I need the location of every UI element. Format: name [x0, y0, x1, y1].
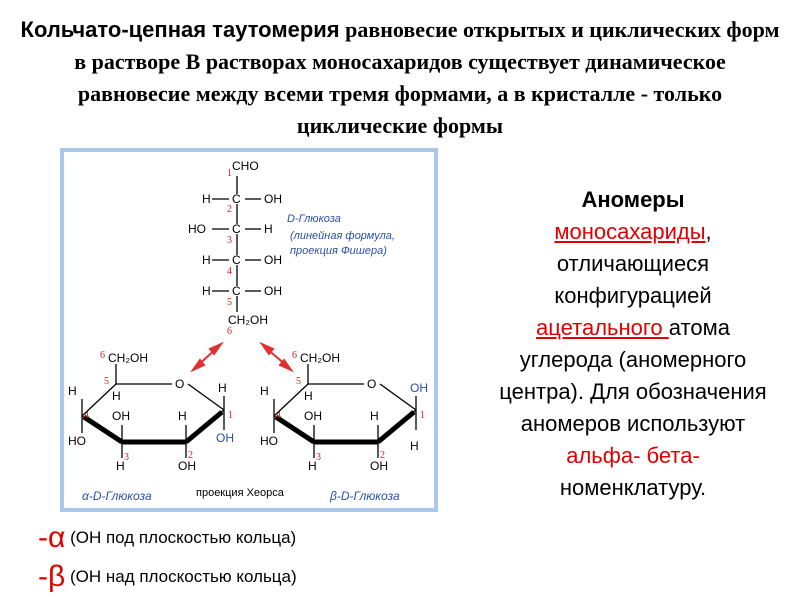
right-h-3: H	[308, 459, 317, 473]
haworth-bold-left	[82, 410, 224, 445]
right-num-6: 6	[292, 350, 297, 361]
left-h-3: H	[116, 459, 125, 473]
right-anomeric-oh: OH	[410, 381, 428, 395]
equilibrium-arrows	[190, 341, 294, 373]
right-ring-o: O	[367, 377, 376, 391]
right-num-1: 1	[420, 410, 425, 421]
left-oh-2: OH	[178, 459, 196, 473]
fischer-label-desc-2: проекция Фишера)	[290, 245, 387, 257]
left-oh-3up: OH	[112, 409, 130, 423]
structure-drawing: CHO H C OH HO C H H C OH H C OH CH₂OH 1 …	[68, 159, 428, 503]
fischer-h-1: H	[202, 192, 211, 206]
anomer-heading: Аномеры	[581, 187, 685, 212]
left-num-3: 3	[124, 452, 129, 463]
beta-symbol: -β	[38, 560, 66, 593]
definition-text-1: , отличающиеся конфигурацией	[554, 219, 712, 308]
right-h-4: H	[260, 384, 269, 398]
fischer-ch2oh: CH₂OH	[228, 313, 268, 327]
fischer-h-2: H	[264, 222, 273, 236]
right-ho-4: HO	[260, 434, 278, 448]
right-oh-3up: OH	[304, 409, 322, 423]
definition-text-3: номенклатуру.	[559, 475, 707, 500]
left-num-6: 6	[100, 350, 105, 361]
right-ch2oh: CH₂OH	[300, 351, 340, 365]
left-num-2: 2	[188, 450, 193, 461]
left-h-4: H	[68, 384, 77, 398]
right-num-3: 3	[316, 452, 321, 463]
fischer-num-5: 5	[227, 297, 232, 308]
alpha-red: альфа-	[566, 443, 641, 468]
fischer-c-3: C	[232, 253, 241, 267]
fischer-h-3: H	[202, 253, 211, 267]
fischer-c-1: C	[232, 192, 241, 206]
definition-text-2: атома углерода (аномерного центра). Для …	[499, 315, 767, 436]
alpha-note: -α (ОН под плоскостью кольца)	[38, 521, 296, 555]
fischer-num-6: 6	[227, 326, 232, 337]
left-num-4: 4	[84, 410, 89, 421]
right-h-2up: H	[370, 409, 379, 423]
fischer-ho-2: HO	[188, 222, 206, 236]
title-serif: равновесие открытых и циклических форм в…	[74, 17, 780, 138]
left-ho-4: HO	[68, 434, 86, 448]
right-h-5: H	[304, 389, 313, 403]
title-bold: Кольчато-цепная таутомерия	[20, 17, 340, 42]
beta-red: бета-	[646, 443, 700, 468]
beta-text: (ОН над плоскостью кольца)	[65, 567, 297, 586]
fischer-oh-3: OH	[264, 253, 282, 267]
beta-note: -β (ОН над плоскостью кольца)	[38, 560, 297, 594]
projection-label: проекция Хеорса	[196, 487, 285, 499]
right-num-2: 2	[380, 450, 385, 461]
left-h-1up: H	[218, 381, 227, 395]
left-h-2up: H	[178, 409, 187, 423]
left-num-5: 5	[104, 376, 109, 387]
slide-title: Кольчато-цепная таутомерия равновесие от…	[20, 14, 780, 142]
left-num-1: 1	[228, 410, 233, 421]
fischer-c-2: C	[232, 222, 241, 236]
right-h-1: H	[410, 439, 419, 453]
fischer-num-4: 4	[227, 266, 232, 277]
right-oh-2: OH	[370, 459, 388, 473]
fischer-h-4: H	[202, 284, 211, 298]
right-num-5: 5	[296, 376, 301, 387]
anomer-definition: Аномеры моносахариды, отличающиеся конфи…	[496, 184, 770, 504]
glucose-structures-figure: CHO H C OH HO C H H C OH H C OH CH₂OH 1 …	[60, 148, 438, 512]
haworth-bold-right	[274, 410, 416, 445]
right-caption: β-D-Глюкоза	[329, 489, 400, 503]
fischer-oh-4: OH	[264, 284, 282, 298]
left-ring-o: O	[175, 377, 184, 391]
fischer-cho: CHO	[232, 159, 259, 173]
fischer-oh-1: OH	[264, 192, 282, 206]
fischer-c-4: C	[232, 284, 241, 298]
fischer-num-3: 3	[227, 235, 232, 246]
link-acetal[interactable]: ацетального	[536, 315, 669, 340]
right-num-4: 4	[276, 410, 281, 421]
alpha-text: (ОН под плоскостью кольца)	[65, 528, 297, 547]
left-caption: α-D-Глюкоза	[82, 489, 152, 503]
left-h-5: H	[112, 389, 121, 403]
alpha-symbol: -α	[38, 521, 66, 554]
left-ch2oh: CH₂OH	[108, 351, 148, 365]
fischer-num-2: 2	[227, 204, 232, 215]
fischer-label-name: D-Глюкоза	[287, 213, 341, 225]
link-monosaccharides[interactable]: моносахариды	[554, 219, 706, 244]
fischer-label-desc-1: (линейная формула,	[290, 230, 395, 242]
left-anomeric-oh: OH	[216, 431, 234, 445]
fischer-num-1: 1	[227, 168, 232, 179]
